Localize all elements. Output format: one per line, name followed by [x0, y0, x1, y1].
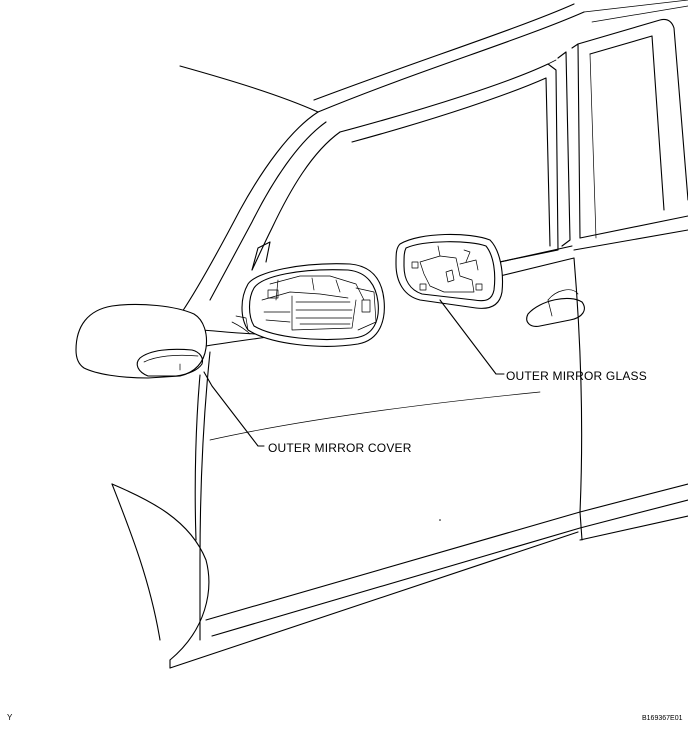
figure-code: B169367E01 — [642, 715, 683, 722]
outer-mirror-glass-label: OUTER MIRROR GLASS — [506, 369, 647, 383]
cover-leader-line — [203, 371, 265, 447]
glass-leader-line — [439, 299, 505, 375]
outer-mirror-glass-part — [395, 233, 504, 309]
outer-mirror-cover-part — [75, 303, 208, 379]
outer-mirror-cover-label: OUTER MIRROR COVER — [268, 441, 412, 455]
view-code: Y — [7, 713, 13, 722]
mirror-housing-assembly — [231, 263, 385, 347]
